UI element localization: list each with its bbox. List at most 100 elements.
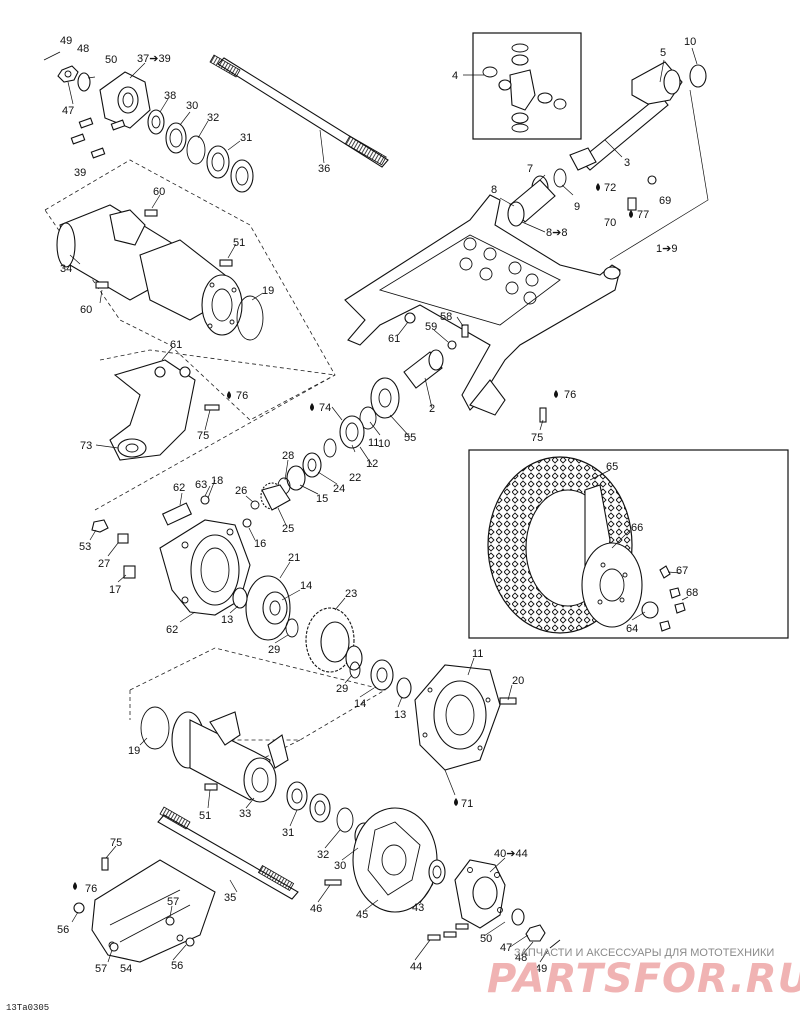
- callout-20: 20: [512, 675, 524, 687]
- bolt-75-left: [204, 404, 220, 411]
- o-ring-19-lower: [140, 706, 170, 750]
- bolt-75-skid: [101, 857, 109, 871]
- callout-11-lower: 11: [472, 648, 483, 660]
- seal-13-upper: [232, 587, 248, 609]
- spacer-43: [428, 859, 446, 885]
- drive-shaft-3: [569, 61, 683, 171]
- callout-29-lower: 29: [336, 683, 348, 695]
- bearing-24: [302, 452, 322, 478]
- bolt-46: [324, 879, 342, 886]
- oil-drop-icon: [554, 390, 558, 398]
- oil-drop-icon: [454, 798, 458, 806]
- oil-drop-icon: [227, 391, 231, 399]
- hub-37-39: [70, 71, 151, 159]
- callout-48-lower: 48: [515, 952, 527, 964]
- callout-59: 59: [425, 321, 437, 333]
- callout-76-skid: 76: [85, 883, 97, 895]
- callout-56-right: 56: [171, 960, 183, 972]
- callout-54: 54: [120, 963, 132, 975]
- callout-61-bracket: 61: [170, 339, 182, 351]
- callout-62-housing: 62: [166, 624, 178, 636]
- spacer-10: [359, 406, 377, 430]
- callout-1-9: 1➔9: [656, 243, 677, 255]
- callout-36: 36: [318, 163, 330, 175]
- u-joint-cross-4: [482, 43, 567, 133]
- callout-28: 28: [282, 450, 294, 462]
- dash-outline-middle: [94, 349, 336, 511]
- drive-shaft-35: [157, 806, 299, 900]
- callout-48-top: 48: [77, 43, 89, 55]
- oil-drop-icon: [596, 183, 600, 191]
- callout-13-lower: 13: [394, 709, 406, 721]
- boot-8-assembly: [507, 168, 567, 227]
- grease-fitting-58: [461, 324, 469, 338]
- callout-62-breather: 62: [173, 482, 185, 494]
- callout-56-left: 56: [57, 924, 69, 936]
- callout-70: 70: [604, 217, 616, 229]
- bearings-31-top: [206, 145, 254, 193]
- bolt-75-right: [539, 407, 547, 423]
- callout-44: 44: [410, 961, 422, 973]
- callout-34: 34: [60, 263, 72, 275]
- ring-21: [245, 575, 291, 641]
- sleeve-2: [403, 349, 444, 389]
- cap-64: [641, 601, 659, 619]
- dash-outline-upper-housing: [44, 159, 336, 421]
- callout-19-lower: 19: [128, 745, 140, 757]
- shim-29-upper: [285, 618, 299, 638]
- axle-housing-34: [56, 204, 243, 336]
- oil-drop-icon: [310, 403, 314, 411]
- callout-21: 21: [288, 552, 300, 564]
- callout-32-top: 32: [207, 112, 219, 124]
- bearings-31-lower: [286, 781, 331, 823]
- circlip-32-lower: [336, 807, 354, 833]
- callout-2: 2: [429, 403, 435, 415]
- bolt-51-lower: [204, 783, 218, 791]
- callout-10: 10: [684, 36, 696, 48]
- callout-18: 18: [211, 475, 223, 487]
- callout-45: 45: [356, 909, 368, 921]
- callout-17: 17: [109, 584, 121, 596]
- differential-housing-62: [159, 519, 251, 616]
- callout-29-upper: 29: [268, 644, 280, 656]
- plug-17: [123, 565, 136, 579]
- bracket-1-9: [609, 89, 709, 261]
- pinion-gear-25: [260, 482, 291, 511]
- callout-31-lower: 31: [282, 827, 294, 839]
- screw-70: [627, 197, 637, 211]
- callout-74: 74: [319, 402, 331, 414]
- wheel-hub-40-44: [454, 859, 506, 929]
- bracket-73: [109, 359, 196, 461]
- callout-77: 77: [637, 209, 649, 221]
- callout-33: 33: [239, 808, 251, 820]
- callout-8-8: 8➔8: [546, 227, 567, 239]
- oil-drop-icons: [73, 183, 633, 890]
- callout-43: 43: [412, 902, 424, 914]
- callout-4: 4: [452, 70, 458, 82]
- washer-50-top: [77, 72, 91, 92]
- rim-66: [581, 484, 643, 628]
- callout-23: 23: [345, 588, 357, 600]
- callout-30-top: 30: [186, 100, 198, 112]
- callout-27: 27: [98, 558, 110, 570]
- lug-nuts-68: [659, 587, 686, 632]
- seal-13-lower: [396, 677, 412, 699]
- callout-61-frame: 61: [388, 333, 400, 345]
- callout-60-top: 60: [153, 186, 165, 198]
- callout-32-lower: 32: [317, 849, 329, 861]
- leader-lines: [67, 47, 698, 963]
- o-ring-19-top: [236, 295, 264, 341]
- callout-labels: 4 5 10 3 72 69 70 77 1➔9 7 8 9 8➔8 49 48…: [57, 35, 698, 975]
- cover-11: [414, 664, 501, 771]
- callout-76-left: 76: [236, 390, 248, 402]
- callout-75-skid: 75: [110, 837, 122, 849]
- callout-38: 38: [164, 90, 176, 102]
- callout-51-top: 51: [233, 237, 245, 249]
- callout-8: 8: [491, 184, 497, 196]
- bearing-14-lower: [370, 659, 394, 691]
- callout-3: 3: [624, 157, 630, 169]
- callout-14-upper: 14: [300, 580, 312, 592]
- swing-arm-frame: [344, 194, 621, 416]
- bolt-60-bottom: [95, 281, 109, 289]
- watermark-brand: PARTSFOR.RU: [487, 956, 800, 1002]
